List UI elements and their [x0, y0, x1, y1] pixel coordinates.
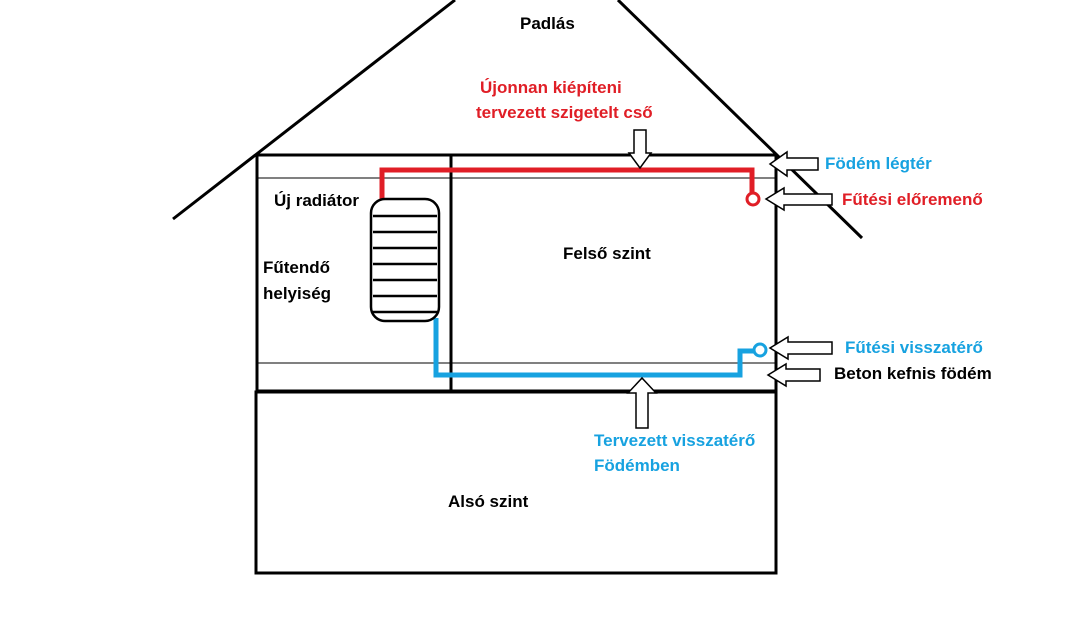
- planned-return-label-line1: Tervezett visszatérő: [594, 431, 756, 450]
- roof-left-edge: [172, 0, 456, 221]
- return-pipe-end: [752, 342, 768, 358]
- left-arrow-ceiling-air-icon: [768, 150, 819, 178]
- concrete-slab-label: Beton kefnis födém: [834, 364, 992, 383]
- planned-return-label-line2: Födémben: [594, 456, 680, 475]
- attic-label: Padlás: [520, 14, 575, 33]
- ceiling-air-label: Födém légtér: [825, 154, 932, 173]
- flow-pipe: [379, 167, 755, 205]
- heated-room-label-line2: helyiség: [263, 284, 332, 303]
- upper-level-label: Felső szint: [563, 244, 651, 263]
- heating-flow-label: Fűtési előremenő: [842, 190, 983, 209]
- heating-return-label: Fűtési visszatérő: [845, 338, 983, 357]
- lower-floor-outline: [254, 390, 778, 575]
- heated-room-label-line1: Fűtendő: [263, 258, 331, 277]
- return-pipe: [433, 318, 754, 378]
- left-arrow-heating-return-icon: [768, 335, 833, 361]
- new-radiator-label: Új radiátor: [274, 191, 360, 210]
- left-arrow-slab-icon: [766, 362, 821, 388]
- flow-pipe-end: [745, 191, 761, 207]
- up-arrow-icon: [626, 376, 658, 429]
- new-pipe-label-line1: Újonnan kiépíteni: [480, 78, 622, 97]
- lower-level-label: Alsó szint: [448, 492, 529, 511]
- left-arrow-heating-flow-icon: [764, 186, 833, 212]
- radiator-icon: [369, 197, 441, 323]
- down-arrow-icon: [627, 129, 653, 170]
- new-pipe-label-line2: tervezett szigetelt cső: [476, 103, 653, 122]
